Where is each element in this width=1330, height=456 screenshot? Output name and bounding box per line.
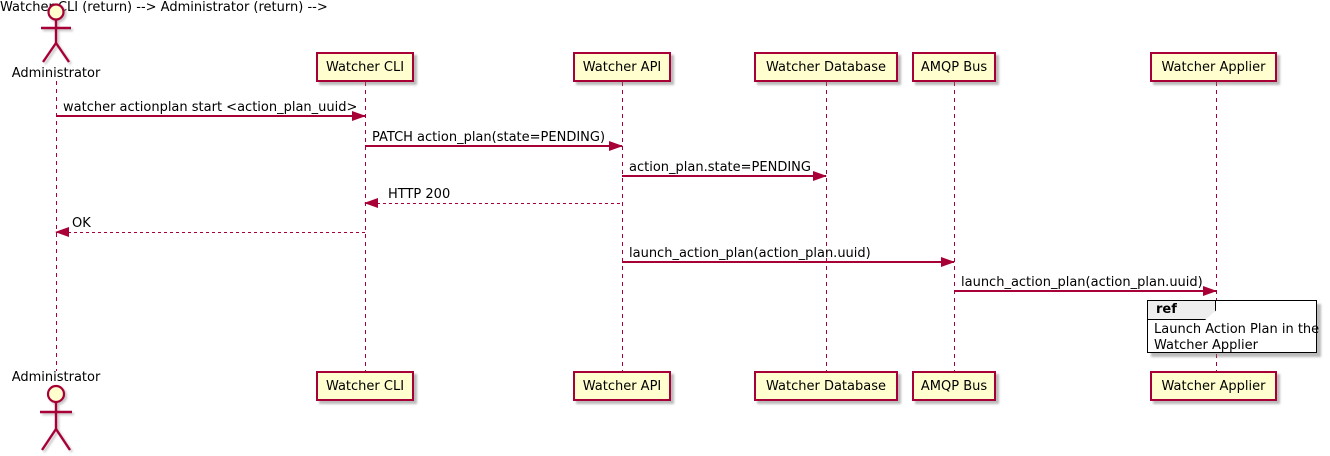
participant-watcher-api-top: Watcher API — [573, 52, 671, 82]
message-start-actionplan: watcher actionplan start <action_plan_uu… — [56, 100, 366, 121]
lifeline-watcher-cli — [364, 82, 366, 371]
ref-keyword: ref — [1148, 301, 1216, 320]
arrowhead-right-icon — [352, 111, 366, 121]
message-line — [365, 145, 622, 147]
participant-watcher-applier-top: Watcher Applier — [1150, 52, 1277, 82]
actor-label-bottom: Administrator — [11, 370, 101, 385]
actor-icon — [40, 384, 72, 451]
participant-amqp-bus-top: AMQP Bus — [912, 52, 996, 82]
arrowhead-right-icon — [609, 141, 623, 151]
message-line — [954, 290, 1216, 292]
participant-watcher-database-bottom: Watcher Database — [754, 371, 898, 401]
lifeline-watcher-applier — [1215, 82, 1217, 371]
ref-text: Launch Action Plan in the Watcher Applie… — [1154, 322, 1320, 354]
ref-text-line2: Watcher Applier — [1154, 338, 1258, 353]
lifeline-watcher-database — [825, 82, 827, 371]
lifeline-amqp-bus — [953, 82, 955, 371]
message-http-200: HTTP 200 — [364, 187, 622, 208]
message-label: action_plan.state=PENDING — [629, 160, 811, 175]
arrowhead-right-icon — [941, 257, 955, 267]
participant-amqp-bus-bottom: AMQP Bus — [912, 371, 996, 401]
arrowhead-right-icon — [813, 171, 827, 181]
message-launch-action-plan-amqp: launch_action_plan(action_plan.uuid) — [622, 246, 955, 267]
ref-text-line1: Launch Action Plan in the — [1154, 322, 1320, 337]
message-line — [622, 261, 954, 263]
arrowhead-left-icon — [364, 198, 378, 208]
participant-watcher-cli-bottom: Watcher CLI — [316, 371, 414, 401]
ref-fragment: ref Launch Action Plan in the Watcher Ap… — [1147, 300, 1320, 354]
lifeline-watcher-api — [621, 82, 623, 371]
participant-watcher-cli-top: Watcher CLI — [316, 52, 414, 82]
message-label: OK — [72, 216, 91, 231]
message-label: launch_action_plan(action_plan.uuid) — [629, 246, 871, 261]
arrowhead-right-icon — [1203, 286, 1217, 296]
participant-watcher-database-top: Watcher Database — [754, 52, 898, 82]
message-label: launch_action_plan(action_plan.uuid) — [961, 275, 1203, 290]
actor-label-top: Administrator — [11, 66, 101, 81]
lifeline-administrator — [55, 81, 57, 371]
message-label: watcher actionplan start <action_plan_uu… — [63, 100, 358, 115]
message-ok: OK — [55, 216, 365, 237]
message-patch-action-plan: PATCH action_plan(state=PENDING) — [365, 130, 623, 151]
message-line — [56, 115, 365, 117]
message-line — [56, 231, 365, 233]
message-line — [365, 202, 622, 204]
message-label: PATCH action_plan(state=PENDING) — [372, 130, 606, 145]
message-label: HTTP 200 — [388, 187, 451, 202]
arrowhead-left-icon — [55, 227, 69, 237]
message-launch-action-plan-applier: launch_action_plan(action_plan.uuid) — [954, 275, 1217, 296]
actor-icon — [41, 3, 71, 63]
message-line — [622, 175, 826, 177]
participant-watcher-api-bottom: Watcher API — [573, 371, 671, 401]
message-state-pending: action_plan.state=PENDING — [622, 160, 827, 181]
participant-watcher-applier-bottom: Watcher Applier — [1150, 371, 1277, 401]
